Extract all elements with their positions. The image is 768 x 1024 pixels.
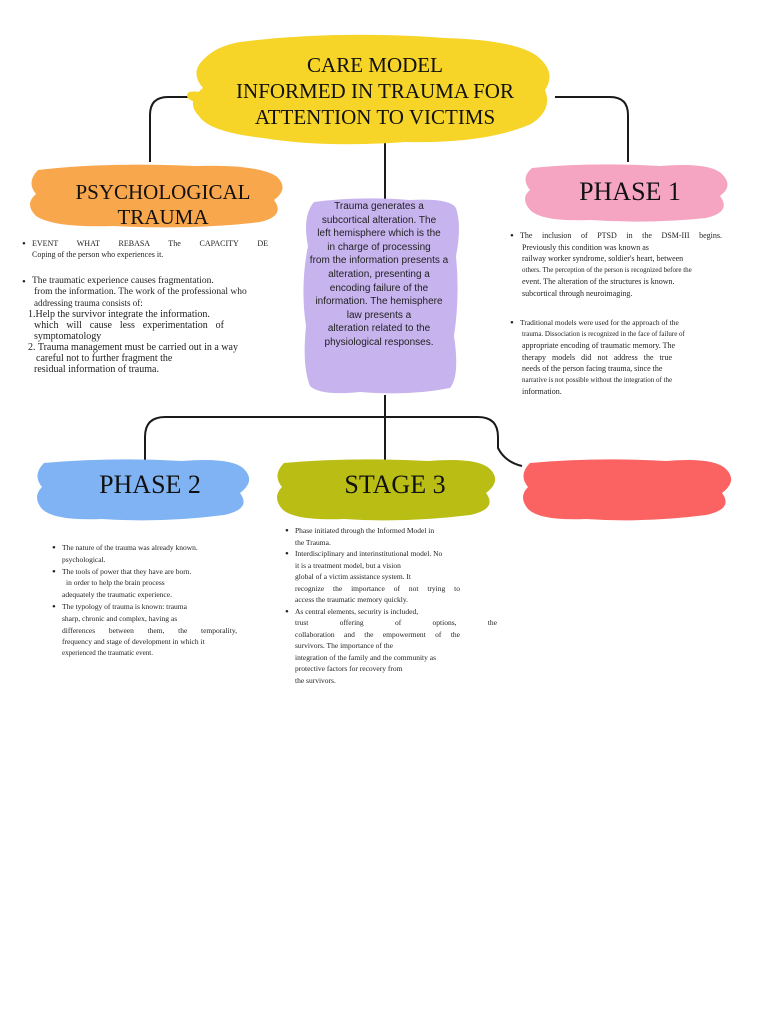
stage3-bullet-3-line: collaboration and the empowerment of the [295, 629, 460, 639]
psych-bullet-1-line: Coping of the person who experiences it. [32, 250, 164, 259]
phase2-bullet-2-line: adequately the traumatic experience. [62, 590, 172, 600]
phase1-bullet-1-line: others. The perception of the person is … [522, 265, 692, 274]
title-blob [187, 34, 550, 145]
psych-bullet-2-line: which will cause less experimentation of [34, 320, 224, 331]
phase2-bullet-1-line: psychological. [62, 554, 106, 564]
phase1-bullet-1-line: subcortical through neuroimaging. [522, 288, 633, 298]
center-line: Trauma generates a [334, 201, 424, 212]
main-title: CARE MODEL INFORMED IN TRAUMA FOR ATTENT… [215, 52, 535, 130]
stage3-bullet-2-line: global of a victim assistance system. It [295, 572, 412, 581]
psych-trauma-blob [30, 164, 283, 228]
center-line: in charge of processing [327, 241, 431, 253]
phase1-bullet-1-line: The inclusion of PTSD in the DSM-III beg… [510, 230, 722, 242]
psych-bullet-2-line: from the information. The work of the pr… [34, 287, 247, 297]
stage3-bullet-3-line: survivors. The importance of the [295, 641, 393, 650]
psych-bullet-2-line: residual information of trauma. [34, 364, 159, 375]
stage3-bullet-3-line: integration of the family and the commun… [295, 652, 437, 662]
title-line: INFORMED IN TRAUMA FOR [236, 79, 514, 103]
stage3-bullet-3-line: protective factors for recovery from [295, 664, 403, 673]
stage3-text: Phase initiated through the Informed Mod… [285, 525, 500, 686]
center-line: information. The hemisphere [315, 296, 443, 308]
stage3-bullet-3-line: As central elements, security is include… [285, 606, 500, 617]
center-line: from the information presents a [309, 255, 449, 267]
psych-trauma-text: EVENT WHAT REBASA The CAPACITY DE Coping… [22, 238, 268, 375]
phase1-bullet-2-line: narrative is not possible without the in… [522, 375, 673, 384]
stage3-bullet-1-line: the Trauma. [295, 537, 331, 547]
stage3-bullet-3-line: the survivors. [295, 675, 336, 685]
phase1-text: The inclusion of PTSD in the DSM-III beg… [510, 230, 722, 398]
phase1-bullet-2-line: Traditional models were used for the app… [510, 317, 722, 329]
phase1-bullet-2-line: appropriate encoding of traumatic memory… [522, 341, 676, 350]
phase2-bullet-1-line: The nature of the trauma was already kno… [52, 542, 237, 555]
phase1-bullet-2-line: needs of the person facing trauma, since… [522, 364, 663, 373]
center-line: left hemisphere which is the [317, 228, 441, 240]
phase2-heading: PHASE 2 [99, 470, 201, 499]
phase1-bullet-1-line: event. The alteration of the structures … [522, 277, 675, 286]
phase1-bullet-1-line: railway worker syndrome, soldier's heart… [522, 254, 684, 263]
psych-trauma-heading: PSYCHOLOGICAL TRAUMA [75, 180, 251, 229]
title-line: CARE MODEL [307, 53, 443, 77]
phase1-bullet-2-line: therapy models did not address the true [522, 352, 672, 362]
phase1-heading: PHASE 1 [579, 177, 681, 206]
phase2-bullet-3-line: The typology of trauma is known: trauma [52, 601, 237, 614]
phase1-bullet-2-line: trauma. Dissociation is recognized in th… [522, 329, 685, 338]
phase2-bullet-2-line: in order to help the brain process [66, 578, 165, 588]
phase2-blob [37, 459, 250, 521]
psych-bullet-2-line: 1.Help the survivor integrate the inform… [28, 309, 210, 320]
phase2-bullet-3-line: sharp, chronic and complex, having as [62, 613, 178, 623]
phase2-bullet-3-line: differences between them, the temporalit… [62, 625, 237, 635]
title-right-connector [555, 96, 629, 162]
branch-bar [144, 416, 523, 467]
title-line: ATTENTION TO VICTIMS [254, 105, 496, 129]
stage3-bullet-3-line: trust offering of options, the [295, 618, 497, 627]
stage3-bullet-2-line: Interdisciplinary and interinstitutional… [285, 548, 500, 560]
center-box-blob [303, 198, 459, 394]
stage3-blob [277, 459, 496, 521]
psych-bullet-2-line: symptomatology [34, 331, 102, 342]
stage3-heading: STAGE 3 [344, 470, 446, 499]
phase2-bullet-3-line: frequency and stage of development in wh… [62, 637, 205, 647]
psych-bullet-2-line: The traumatic experience causes fragment… [22, 276, 268, 288]
center-line: physiological responses. [324, 336, 434, 348]
stage3-bullet-2-line: recognize the importance of not trying t… [295, 583, 460, 593]
phase2-bullet-2-line: The tools of power that they have are bo… [52, 566, 237, 579]
stage3-bullet-2-line: it is a treatment model, but a vision [295, 560, 401, 570]
psych-bullet-2-line: addressing trauma consists of: [34, 298, 143, 308]
psych-bullet-2-line: 2. Trauma management must be carried out… [28, 342, 238, 353]
title-left-connector [149, 96, 200, 162]
phase1-bullet-2-line: information. [522, 387, 562, 396]
center-box-text: Trauma generates a subcortical alteratio… [300, 200, 458, 350]
empty-red-blob [523, 459, 732, 521]
psych-bullet-2-line: careful not to further fragment the [36, 353, 173, 364]
phase2-text: The nature of the trauma was already kno… [52, 542, 237, 660]
phase1-blob [525, 164, 728, 222]
center-line: encoding failure of the [329, 282, 429, 294]
phase1-bullet-1-line: Previously this condition was known as [522, 242, 649, 252]
center-line: alteration related to the [327, 323, 431, 335]
phase2-bullet-3-line: experienced the traumatic event. [62, 649, 153, 658]
center-line: alteration, presenting a [328, 268, 430, 280]
stage3-bullet-1-line: Phase initiated through the Informed Mod… [285, 525, 500, 537]
psych-bullet-1-line: EVENT WHAT REBASA The CAPACITY DE [22, 238, 268, 250]
center-line: law presents a [346, 309, 412, 321]
stage3-bullet-2-line: access the traumatic memory quickly. [295, 595, 409, 604]
center-line: subcortical alteration. The [321, 214, 437, 226]
